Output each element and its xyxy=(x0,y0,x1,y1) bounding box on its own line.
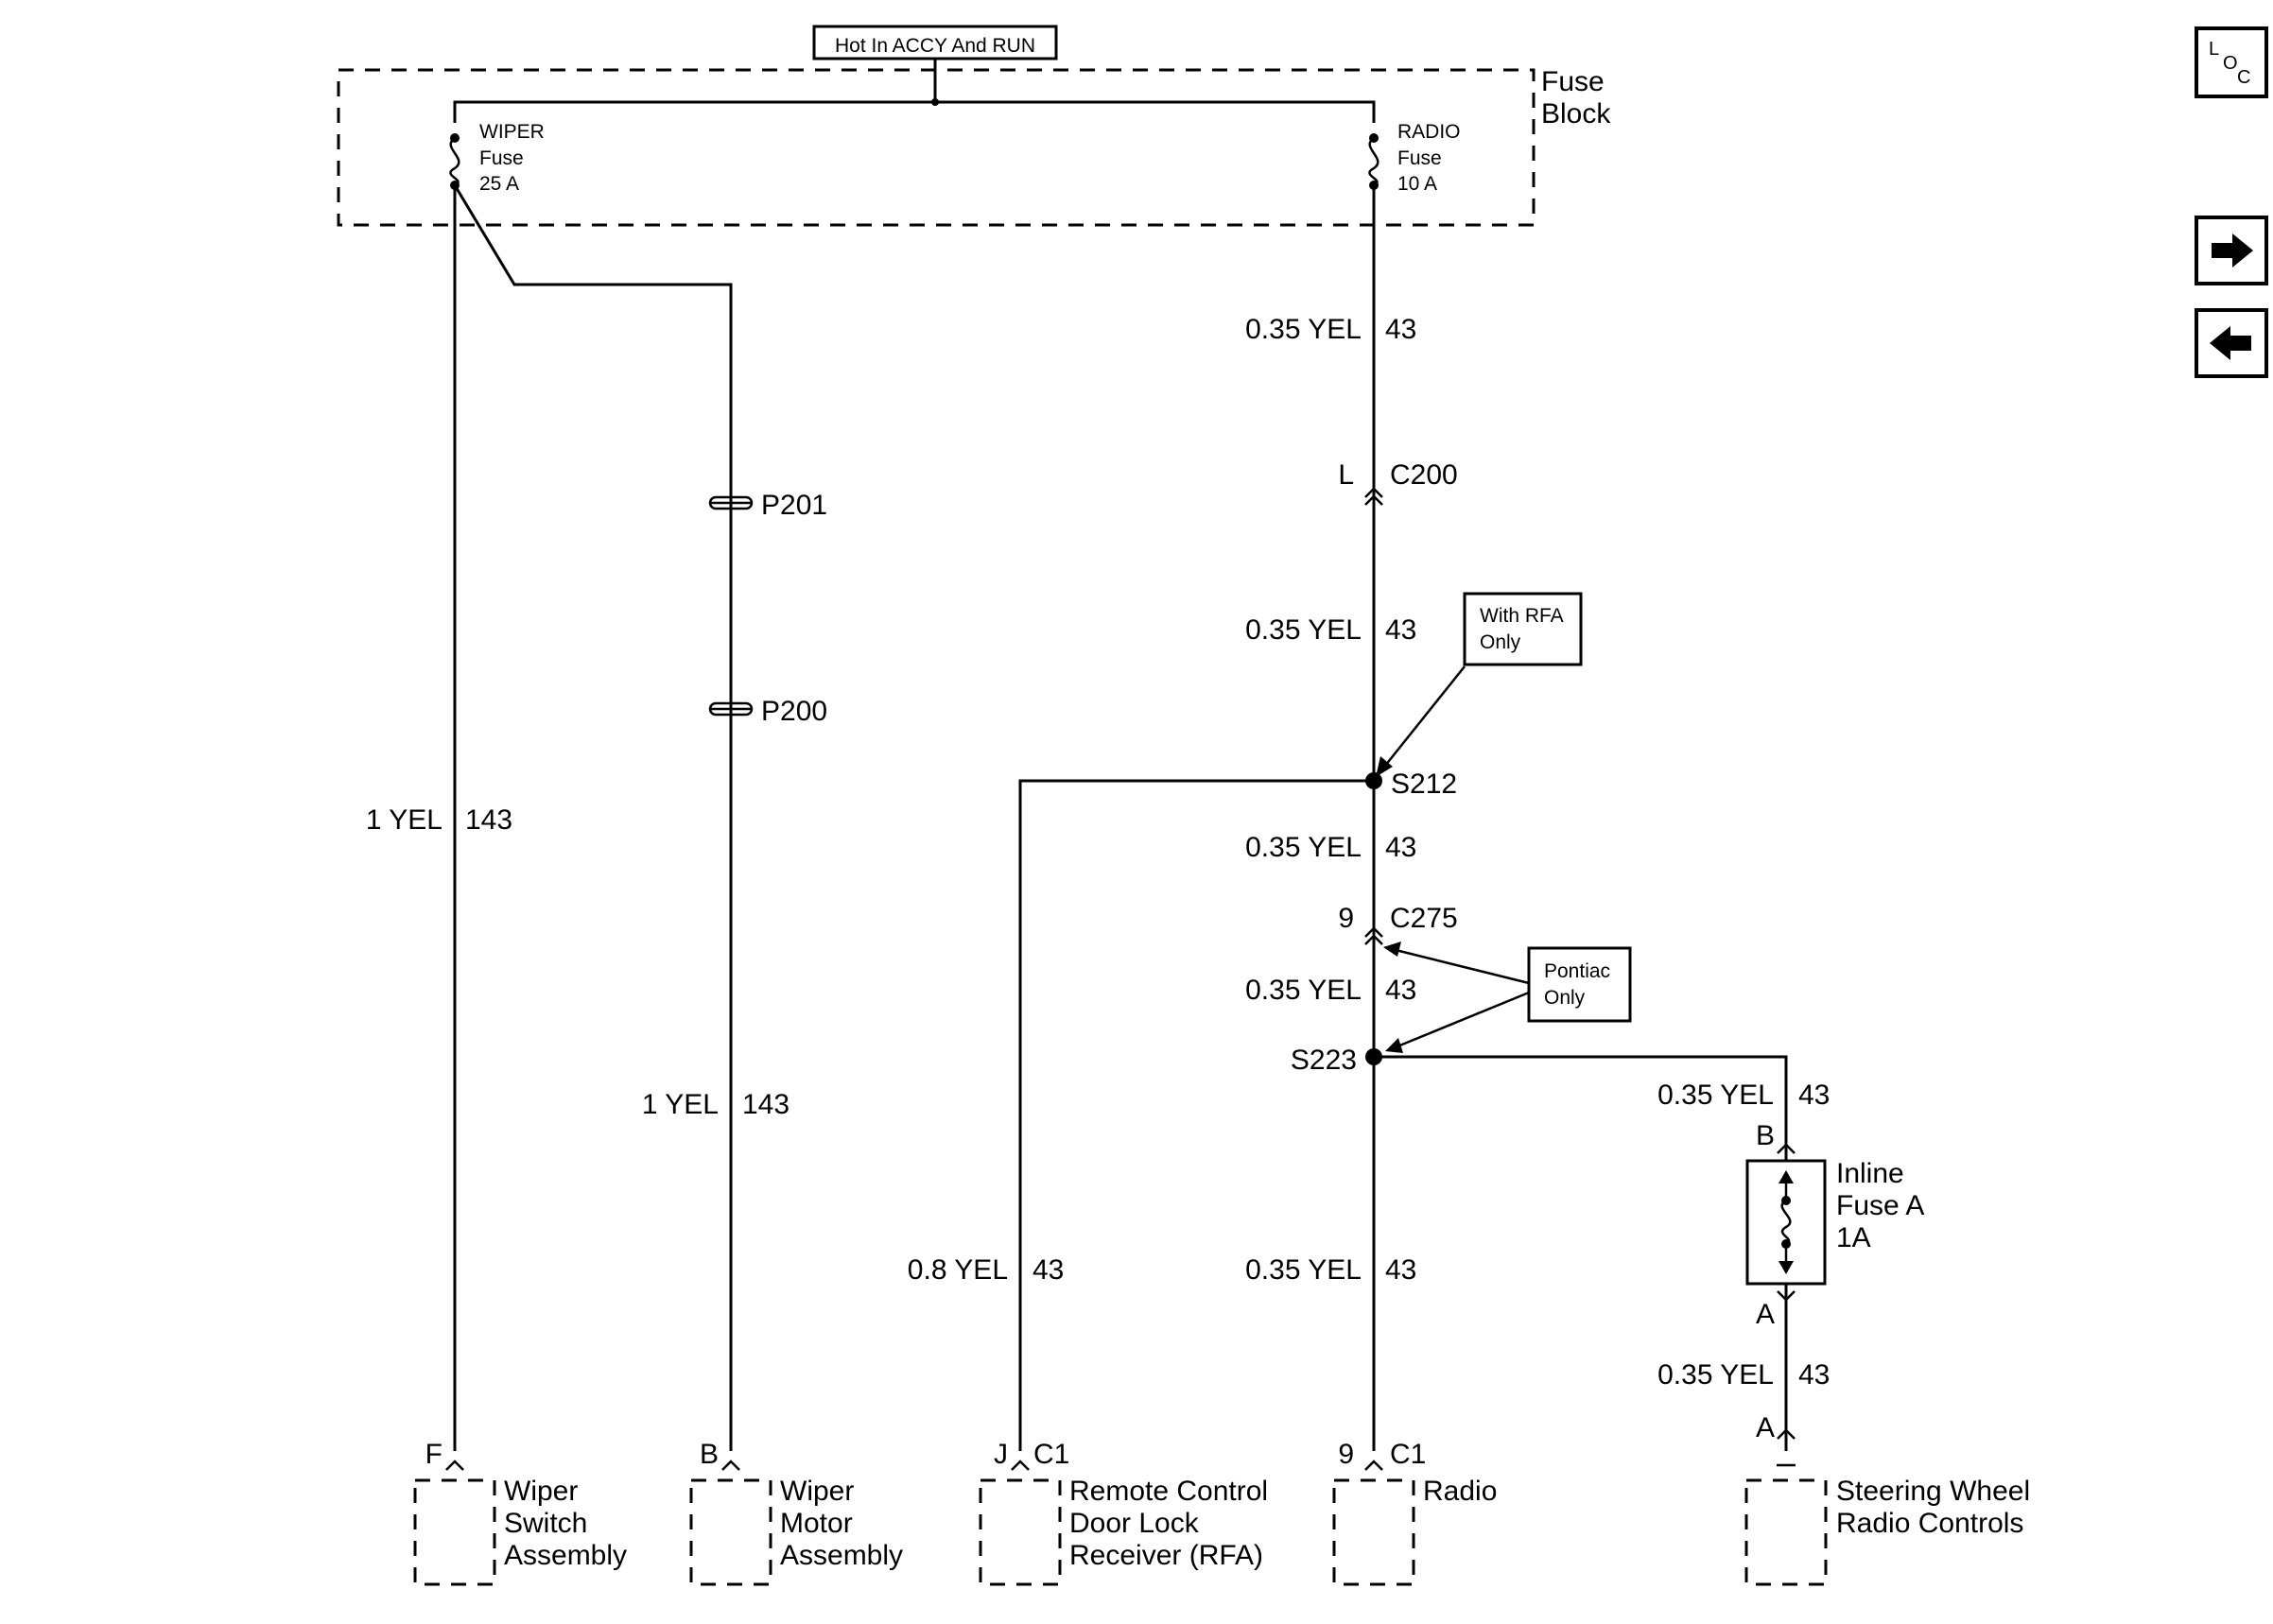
inline-fuse-rating: 1A xyxy=(1836,1222,1871,1253)
steering-upper-wire-circuit: 43 xyxy=(1798,1080,1830,1111)
radio-wire-mid-circuit: 43 xyxy=(1385,614,1416,646)
component-rfa-receiver: J C1 Remote Control Door Lock Receiver (… xyxy=(979,1439,1268,1586)
wiper-switch-label-2: Switch xyxy=(504,1508,587,1539)
inline-fuse-type: Fuse A xyxy=(1836,1190,1924,1221)
wiper-switch-label-3: Assembly xyxy=(504,1540,627,1571)
steering-controls-label-1: Steering Wheel xyxy=(1836,1476,2030,1507)
radio-wire-c275-circuit: 43 xyxy=(1385,975,1416,1006)
pontiac-note: Pontiac Only xyxy=(1383,942,1632,1053)
location-icon-o: O xyxy=(2223,53,2238,74)
steering-lower-wire-circuit: 43 xyxy=(1798,1359,1830,1391)
inline-fuse-pin-b: B xyxy=(1756,1120,1775,1151)
radio-fuse-rating: 10 A xyxy=(1397,173,1437,195)
supply-label-box: Hot In ACCY And RUN xyxy=(812,25,1058,102)
arrow-right-icon xyxy=(2212,233,2253,268)
supply-label: Hot In ACCY And RUN xyxy=(835,35,1035,57)
rfa-receiver-label-1: Remote Control xyxy=(1069,1476,1268,1507)
back-button[interactable] xyxy=(2195,308,2268,378)
radio-wire-top-color: 0.35 YEL xyxy=(1245,314,1362,345)
connector-c200: L C200 xyxy=(1338,459,1458,506)
radio-label: Radio xyxy=(1423,1476,1497,1507)
location-icon-l: L xyxy=(2209,39,2219,60)
wiper-fuse-rating: 25 A xyxy=(479,173,519,195)
wiper-switch-wire-color: 1 YEL xyxy=(366,804,442,836)
forward-button[interactable] xyxy=(2195,216,2268,285)
p200-label: P200 xyxy=(761,696,827,727)
wiper-switch-wire-circuit: 143 xyxy=(465,804,512,836)
radio-fuse-name: RADIO xyxy=(1397,121,1461,143)
wiper-switch-wire: 1 YEL 143 xyxy=(366,185,512,1451)
component-steering-controls: A Steering Wheel Radio Controls xyxy=(1744,1412,2030,1586)
component-wiper-motor: B Wiper Motor Assembly xyxy=(689,1439,903,1586)
radio-wire-s212-circuit: 43 xyxy=(1385,832,1416,863)
pontiac-note-line-2: Only xyxy=(1544,987,1586,1009)
inline-fuse-pin-a: A xyxy=(1756,1299,1775,1330)
steering-controls-pin: A xyxy=(1756,1412,1775,1443)
location-button[interactable]: L O C xyxy=(2195,26,2268,98)
connector-p201: P201 xyxy=(708,490,827,521)
steering-controls-label-2: Radio Controls xyxy=(1836,1508,2023,1539)
p201-label: P201 xyxy=(761,490,827,521)
splice-s223: S223 0.35 YEL 43 0.35 YEL 43 xyxy=(1291,1045,1830,1451)
arrow-left-icon xyxy=(2210,326,2251,360)
steering-lower-wire-color: 0.35 YEL xyxy=(1657,1359,1774,1391)
c275-name: C275 xyxy=(1390,903,1458,934)
rfa-receiver-label-2: Door Lock xyxy=(1069,1508,1200,1539)
steering-upper-wire-color: 0.35 YEL xyxy=(1657,1080,1774,1111)
wiper-switch-pin: F xyxy=(425,1439,442,1470)
rfa-note: With RFA Only xyxy=(1376,592,1583,777)
radio-wire-top-circuit: 43 xyxy=(1385,314,1416,345)
radio-wire-c275-color: 0.35 YEL xyxy=(1245,975,1362,1006)
radio-pin: 9 xyxy=(1338,1439,1354,1470)
rfa-receiver-pin: J xyxy=(994,1439,1008,1470)
wiper-motor-wire-circuit: 143 xyxy=(742,1089,789,1120)
wiper-switch-label-1: Wiper xyxy=(504,1476,578,1507)
fuse-block-label-2: Block xyxy=(1541,98,1611,130)
rfa-note-line-2: Only xyxy=(1480,631,1521,653)
connector-c275: 9 C275 xyxy=(1338,903,1458,945)
location-icon-c: C xyxy=(2237,67,2250,88)
rfa-receiver-label-3: Receiver (RFA) xyxy=(1069,1540,1263,1571)
rfa-wire-color: 0.8 YEL xyxy=(908,1254,1008,1286)
fuse-block: Fuse Block xyxy=(337,66,1611,227)
wiper-fuse-type: Fuse xyxy=(479,147,524,169)
s223-label: S223 xyxy=(1291,1045,1357,1076)
c275-pin: 9 xyxy=(1338,903,1354,934)
wiper-fuse: WIPER Fuse 25 A xyxy=(449,121,545,195)
pontiac-note-line-1: Pontiac xyxy=(1544,960,1610,982)
wiper-motor-pin: B xyxy=(700,1439,719,1470)
radio-conn: C1 xyxy=(1390,1439,1426,1470)
wiper-motor-wire: 1 YEL 143 xyxy=(453,184,789,1451)
radio-wire-bottom-color: 0.35 YEL xyxy=(1245,1254,1362,1286)
radio-wire-mid-color: 0.35 YEL xyxy=(1245,614,1362,646)
connector-p200: P200 xyxy=(708,696,827,727)
component-wiper-switch: F Wiper Switch Assembly xyxy=(413,1439,627,1586)
rfa-note-line-1: With RFA xyxy=(1480,605,1564,627)
s212-label: S212 xyxy=(1391,769,1457,800)
c200-name: C200 xyxy=(1390,459,1458,491)
c200-pin: L xyxy=(1338,459,1354,491)
wiper-fuse-name: WIPER xyxy=(479,121,545,143)
radio-fuse: RADIO Fuse 10 A xyxy=(1368,121,1461,195)
wiper-motor-label-2: Motor xyxy=(780,1508,853,1539)
fuse-block-label-1: Fuse xyxy=(1541,66,1605,97)
wiper-motor-label-3: Assembly xyxy=(780,1540,903,1571)
inline-fuse: B Inline Fuse A 1A A xyxy=(1745,1120,1924,1330)
radio-wire-s212-color: 0.35 YEL xyxy=(1245,832,1362,863)
wiper-motor-wire-color: 1 YEL xyxy=(642,1089,719,1120)
component-radio: 9 C1 Radio xyxy=(1332,1439,1497,1586)
inline-fuse-name: Inline xyxy=(1836,1158,1904,1189)
rfa-receiver-conn: C1 xyxy=(1033,1439,1069,1470)
radio-wire-bottom-circuit: 43 xyxy=(1385,1254,1416,1286)
radio-wire: 0.35 YEL 43 0.35 YEL 43 0.35 YEL 43 0.35… xyxy=(1245,185,1416,1451)
rfa-wire-circuit: 43 xyxy=(1032,1254,1064,1286)
splice-s212: S212 0.8 YEL 43 xyxy=(908,769,1457,1451)
wiper-motor-label-1: Wiper xyxy=(780,1476,854,1507)
radio-fuse-type: Fuse xyxy=(1397,147,1442,169)
